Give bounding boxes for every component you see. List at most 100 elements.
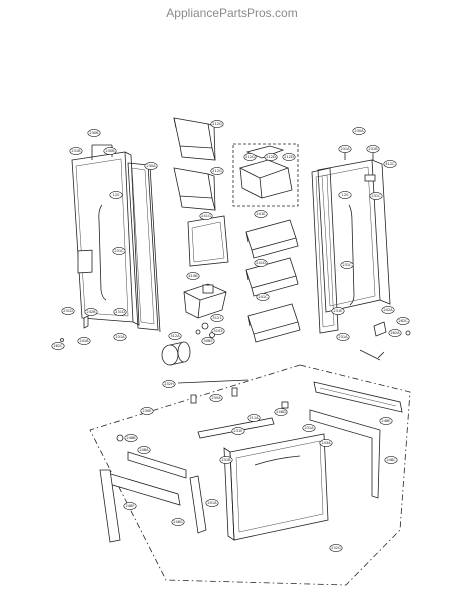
- part-label-l16: 212D: [264, 153, 278, 161]
- part-label-l38: 262A: [388, 329, 402, 337]
- drawer-screw: [116, 434, 124, 442]
- part-label-l03: 230B: [103, 147, 117, 155]
- drawer-rail-right: [313, 381, 403, 413]
- part-label-text: 248E: [381, 419, 391, 423]
- right-door-gasket: [311, 167, 339, 334]
- part-label-text: 212G: [245, 155, 255, 159]
- part-label-text: 231C: [371, 194, 381, 198]
- part-label-text: 231A: [115, 335, 125, 339]
- dispenser-cover: [187, 215, 229, 267]
- part-label-text: 231D: [115, 310, 125, 314]
- drawer-side-bracket-left: [99, 469, 207, 543]
- part-label-l34: 242A: [381, 306, 395, 314]
- part-label-l05: 120: [109, 191, 123, 199]
- part-label-l35: 262C: [396, 317, 410, 325]
- part-label-l11: 262C: [51, 342, 65, 350]
- part-label-l26: 3085: [201, 337, 215, 345]
- part-label-text: 120: [342, 193, 350, 197]
- left-door: [71, 144, 140, 326]
- part-label-l30: 412C: [383, 160, 397, 168]
- part-label-l48: 231E: [231, 427, 245, 435]
- part-label-text: 3121: [212, 316, 221, 320]
- part-label-text: 230B: [89, 131, 99, 135]
- part-label-text: 231B: [221, 458, 231, 462]
- part-label-l23: 312A: [168, 332, 182, 340]
- part-label-text: 232H: [164, 382, 174, 386]
- part-label-l27: 230A: [352, 127, 366, 135]
- part-label-text: 3085: [203, 339, 212, 343]
- part-label-l17: 212D: [282, 153, 296, 161]
- part-label-l41: 230E: [140, 407, 154, 415]
- part-label-l42: 211A: [247, 414, 261, 422]
- part-label-l54: 248G: [171, 518, 185, 526]
- door-bin-top-2: [173, 167, 216, 211]
- part-label-text: 212D: [266, 155, 276, 159]
- part-label-text: 212G: [212, 169, 222, 173]
- part-label-text: 248A: [139, 448, 149, 452]
- part-label-text: 248D: [276, 410, 286, 414]
- part-label-text: 230A: [354, 129, 364, 133]
- part-label-l39: 232H: [162, 380, 176, 388]
- part-label-text: 243A: [321, 441, 331, 445]
- part-label-text: 3103: [213, 329, 222, 333]
- part-label-text: 248F: [126, 504, 135, 508]
- part-label-text: 231E: [233, 429, 243, 433]
- part-label-l46: 248A: [137, 446, 151, 454]
- part-label-text: 241D: [256, 261, 266, 265]
- part-label-text: 231D: [63, 309, 73, 313]
- part-label-l10: 231A: [113, 333, 127, 341]
- part-label-text: 241B: [79, 339, 89, 343]
- part-label-l36: 231E: [331, 307, 345, 315]
- part-label-l29: 231B: [366, 145, 380, 153]
- part-label-text: 262C: [53, 344, 63, 348]
- part-label-l52: 201A: [205, 499, 219, 507]
- freezer-dashed-boundary: [89, 364, 411, 586]
- part-label-l43: 248D: [274, 408, 288, 416]
- part-label-text: 262C: [398, 319, 408, 323]
- part-label-text: 248G: [173, 520, 183, 524]
- part-label-text: 231A: [338, 335, 348, 339]
- drawer-side-bracket-right: [309, 409, 381, 499]
- part-label-text: 230A: [146, 164, 156, 168]
- small-parts-cluster: [195, 322, 215, 338]
- right-hinge-parts: [359, 321, 411, 361]
- part-label-l14: 212G: [210, 167, 224, 175]
- part-label-l21: 241C: [256, 293, 270, 301]
- part-label-text: 235A: [211, 396, 221, 400]
- part-label-text: 242B: [86, 310, 96, 314]
- part-label-text: 231B: [71, 149, 81, 153]
- part-label-text: 232G: [331, 546, 341, 550]
- part-label-l40: 235A: [209, 394, 223, 402]
- part-label-l25: 3103: [211, 327, 225, 335]
- dairy-bin-box: [232, 143, 299, 207]
- door-bin-top-1: [173, 117, 216, 161]
- part-label-l20: 241D: [254, 259, 268, 267]
- part-label-text: 231A: [340, 147, 350, 151]
- part-label-l19: 241E: [254, 210, 268, 218]
- site-title: AppliancePartsPros.com: [166, 6, 298, 20]
- part-label-text: 312A: [170, 334, 180, 338]
- part-label-l13: 212G: [210, 120, 224, 128]
- drawer-rail-left: [103, 451, 187, 506]
- part-label-l15: 212G: [243, 153, 257, 161]
- part-label-l09: 231D: [113, 308, 127, 316]
- part-label-l32: 231C: [369, 192, 383, 200]
- ice-auger-motor: [161, 341, 191, 366]
- part-label-l55: 232G: [329, 544, 343, 552]
- part-label-l47: 231A: [302, 424, 316, 432]
- part-label-l18: 241G: [199, 212, 213, 220]
- part-label-l28: 231A: [338, 145, 352, 153]
- part-label-l44: 248E: [379, 417, 393, 425]
- part-label-text: 412C: [385, 162, 395, 166]
- part-label-l02: 231B: [69, 147, 83, 155]
- part-label-text: 231C: [342, 263, 352, 267]
- part-label-text: 248C: [386, 458, 396, 462]
- part-label-l50: 248C: [384, 456, 398, 464]
- part-label-text: 231C: [114, 249, 124, 253]
- ice-maker: [183, 283, 227, 319]
- part-label-l22: 410B: [186, 272, 200, 280]
- part-label-l31: 120: [338, 191, 352, 199]
- part-label-l12: 241B: [77, 337, 91, 345]
- part-label-text: 120: [113, 193, 121, 197]
